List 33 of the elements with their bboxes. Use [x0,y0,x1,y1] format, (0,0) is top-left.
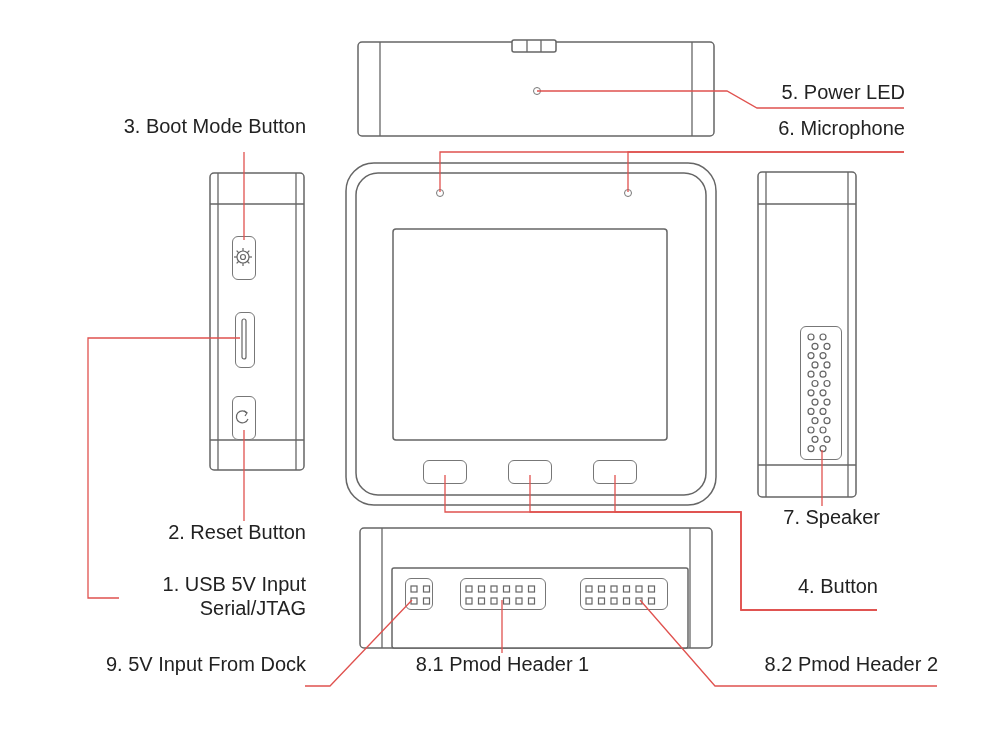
callout-label: 1. USB 5V Input Serial/JTAG [118,572,306,624]
leader-line [614,474,878,611]
reset-button [232,396,256,440]
led-dot [533,87,541,95]
pin-header [460,578,546,610]
callout-label: 8.2 Pmod Header 2 [724,652,938,688]
pin-header [580,578,668,610]
leader-line [243,151,245,241]
microphone-hole [436,189,444,197]
leader-line [243,429,245,522]
microphone-hole [624,189,632,197]
callout-label: 9. 5V Input From Dock [52,652,306,688]
leader-line [536,90,905,109]
pin-header [405,578,433,610]
callout-label: 5. Power LED [755,80,905,110]
callout-label: 2. Reset Button [130,520,306,556]
leader-line [87,337,241,599]
push-button [423,460,467,484]
leader-line [501,599,503,654]
callout-label: 6. Microphone [750,116,905,154]
leader-line [627,151,905,193]
callout-label: 4. Button [741,574,878,612]
callout-label: 7. Speaker [764,505,880,543]
leader-line [821,449,823,507]
usb-port [235,312,255,368]
push-button [508,460,552,484]
callout-label: 3. Boot Mode Button [70,114,306,154]
leader-line [639,599,938,687]
leader-line [304,599,413,687]
boot-button [232,236,256,280]
callout-label: 8.1 Pmod Header 1 [397,652,608,682]
speaker-grille [800,326,842,460]
push-button [593,460,637,484]
